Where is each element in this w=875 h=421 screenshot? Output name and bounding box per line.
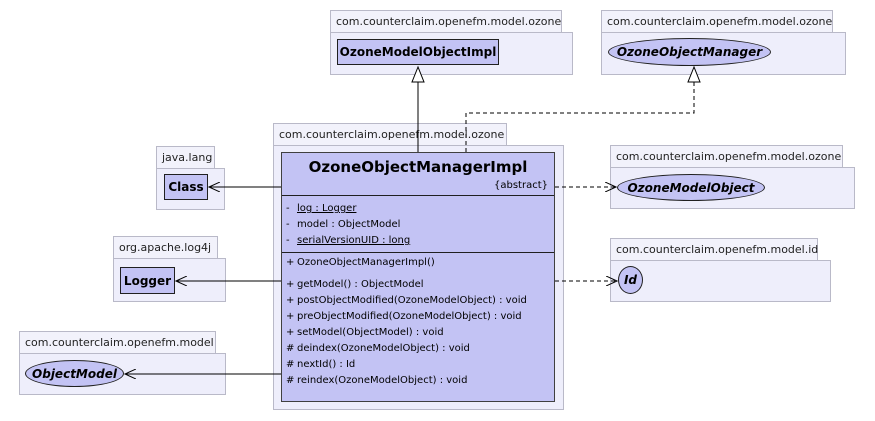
realization-arrowhead: [687, 65, 701, 83]
package-label: org.apache.log4j: [113, 236, 218, 258]
method-pre-object-modified: +preObjectModified(OzoneModelObject) : v…: [286, 311, 522, 322]
package-body: [610, 260, 831, 302]
interface-ozone-model-object[interactable]: OzoneModelObject: [617, 174, 765, 201]
method-deindex: #deindex(OzoneModelObject) : void: [286, 343, 470, 354]
attribute-model: -model : ObjectModel: [286, 219, 401, 230]
package-label: com.counterclaim.openefm.model: [19, 331, 216, 353]
generalization-arrowhead: [411, 65, 425, 83]
method-post-object-modified: +postObjectModified(OzoneModelObject) : …: [286, 295, 527, 306]
package-label: com.counterclaim.openefm.model.ozone: [273, 123, 507, 145]
realization-line: [465, 82, 695, 152]
method-next-id: #nextId() : Id: [286, 359, 356, 370]
package-label: com.counterclaim.openefm.model.ozone: [330, 10, 562, 32]
attribute-serial-version-uid: -serialVersionUID : long: [286, 235, 411, 246]
constructor: +OzoneObjectManagerImpl(): [286, 257, 435, 268]
interface-id[interactable]: Id: [618, 266, 643, 294]
interface-ozone-object-manager[interactable]: OzoneObjectManager: [608, 38, 771, 66]
method-get-model: +getModel() : ObjectModel: [286, 279, 424, 290]
class-stereotype: {abstract}: [494, 180, 548, 191]
package-label: com.counterclaim.openefm.model.id: [610, 238, 818, 260]
method-reindex: #reindex(OzoneModelObject) : void: [286, 375, 468, 386]
class-name: OzoneObjectManagerImpl: [308, 158, 528, 176]
package-label: com.counterclaim.openefm.model.ozone: [601, 10, 833, 32]
class-ozone-model-object-impl[interactable]: OzoneModelObjectImpl: [337, 39, 499, 65]
interface-object-model[interactable]: ObjectModel: [25, 360, 124, 387]
attribute-log: -log : Logger: [286, 203, 357, 214]
class-ozone-object-manager-impl[interactable]: OzoneObjectManagerImpl {abstract} -log :…: [281, 152, 555, 402]
method-set-model: +setModel(ObjectModel) : void: [286, 327, 444, 338]
class-class[interactable]: Class: [164, 174, 208, 200]
divider: [282, 195, 554, 196]
class-logger[interactable]: Logger: [120, 267, 175, 294]
divider: [282, 252, 554, 253]
package-label: java.lang: [156, 146, 215, 168]
package-label: com.counterclaim.openefm.model.ozone: [610, 145, 843, 167]
